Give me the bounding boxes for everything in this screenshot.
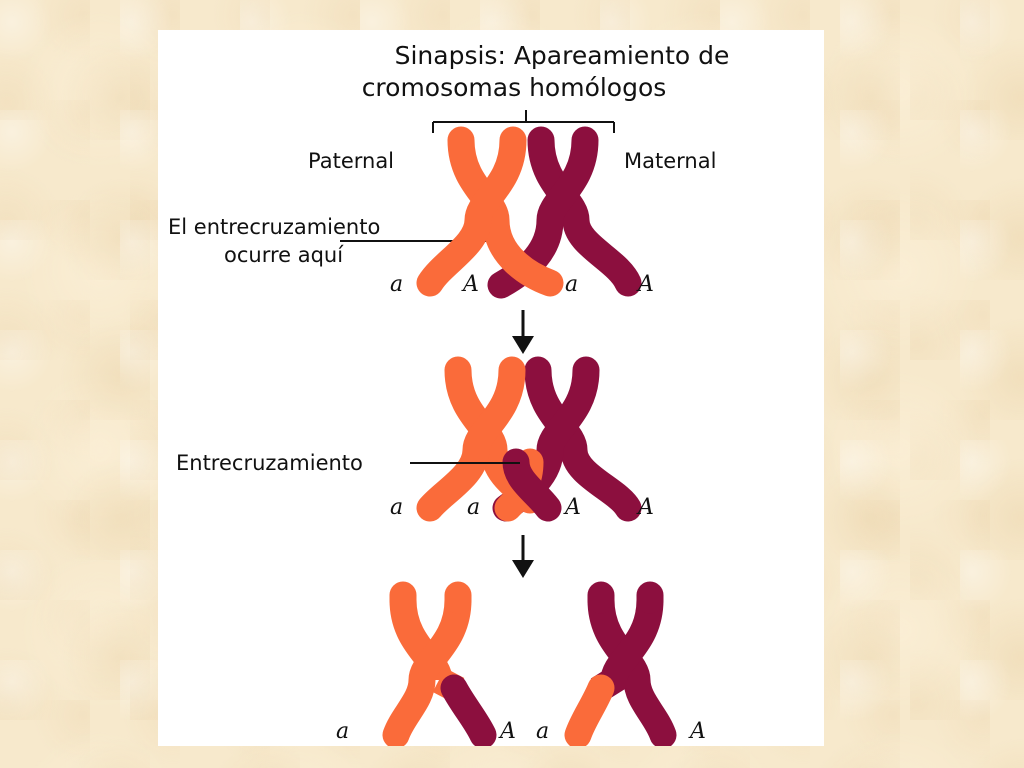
allele-a-paternal-1: a (390, 272, 403, 297)
arrow-down-icon-2 (512, 535, 534, 578)
paternal-chromosome-stage-1 (416, 126, 564, 297)
allele-a-right-3: a (536, 719, 549, 744)
diagram-panel: Sinapsis: Apareamiento de cromosomas hom… (158, 30, 824, 746)
allele-A-right-3: A (688, 719, 706, 744)
arrow-down-icon-1 (512, 310, 534, 354)
allele-a-paternal-2: a (390, 495, 403, 520)
allele-A-left-3: A (498, 719, 516, 744)
allele-A-maternal-2: A (636, 495, 654, 520)
allele-a-left-3: a (336, 719, 349, 744)
title-line-1: Sinapsis: Apareamiento de (395, 41, 730, 70)
recombinant-chromosome-left (382, 581, 497, 746)
crossover-segments (494, 448, 562, 522)
recombinant-chromosome-right (564, 581, 677, 746)
allele-A-maternal-1: A (636, 272, 654, 297)
allele-a-maternal-1: a (565, 272, 578, 297)
crossover-occurs-label-line-2: ocurre aquí (224, 243, 344, 267)
meiosis-crossover-diagram: Sinapsis: Apareamiento de cromosomas hom… (168, 41, 730, 746)
paternal-label: Paternal (308, 149, 394, 173)
allele-A-paternal-1: A (461, 272, 479, 297)
stage-1-synapsis (416, 126, 642, 299)
allele-a-recombinant-2: a (467, 495, 480, 520)
crossover-label: Entrecruzamiento (176, 451, 363, 475)
title-line-2: cromosomas homólogos (362, 73, 667, 102)
crossover-occurs-label-line-1: El entrecruzamiento (168, 215, 380, 239)
maternal-label: Maternal (624, 149, 716, 173)
allele-A-recombinant-2: A (563, 495, 581, 520)
homolog-bracket (432, 110, 615, 133)
